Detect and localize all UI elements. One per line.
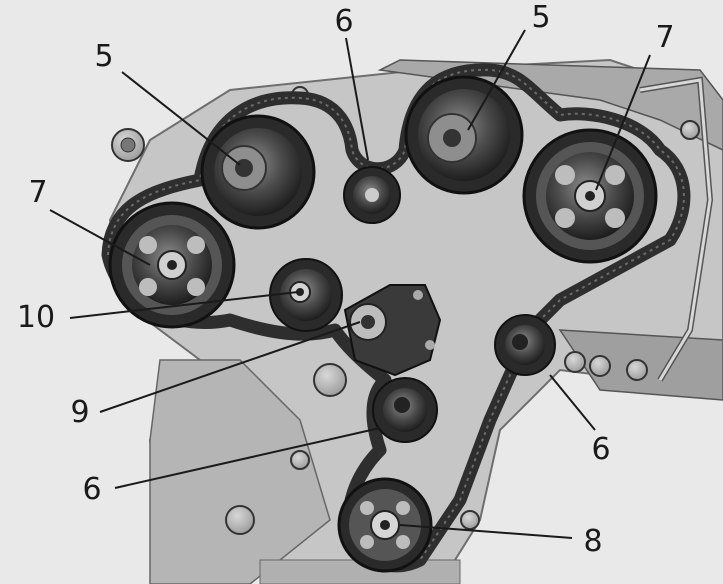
callout-6-right: 6 [591, 432, 611, 467]
leader-8 [399, 524, 573, 539]
leader-7-left [49, 209, 151, 266]
leader-5-left [121, 71, 241, 166]
right-tensioner-pulley [404, 75, 524, 195]
leader-lines [49, 29, 651, 539]
left-lower-idler [372, 377, 438, 443]
callout-6-top: 6 [334, 4, 354, 39]
crankshaft-pulley [337, 477, 433, 573]
callout-5-right: 5 [531, 0, 551, 35]
leader-6-right [549, 374, 596, 431]
leader-6-left [114, 427, 381, 489]
callout-7-left: 7 [28, 175, 48, 210]
leader-5-right [467, 29, 526, 131]
leader-9 [99, 321, 361, 413]
callout-7-right: 7 [655, 20, 675, 55]
callout-5-left: 5 [94, 39, 114, 74]
leader-6-top [345, 37, 369, 161]
upper-idler-pulley [343, 166, 401, 224]
right-lower-idler [494, 314, 556, 376]
leader-10 [69, 291, 299, 319]
left-camshaft-pulley [108, 201, 236, 329]
callout-10: 10 [16, 300, 56, 335]
callout-9: 9 [70, 395, 90, 430]
callout-8: 8 [583, 524, 603, 559]
callout-6-left: 6 [82, 472, 102, 507]
right-camshaft-pulley [522, 128, 658, 264]
pulley-10 [269, 258, 343, 332]
pump-bracket-9 [343, 284, 442, 377]
leader-7-right [595, 54, 651, 191]
